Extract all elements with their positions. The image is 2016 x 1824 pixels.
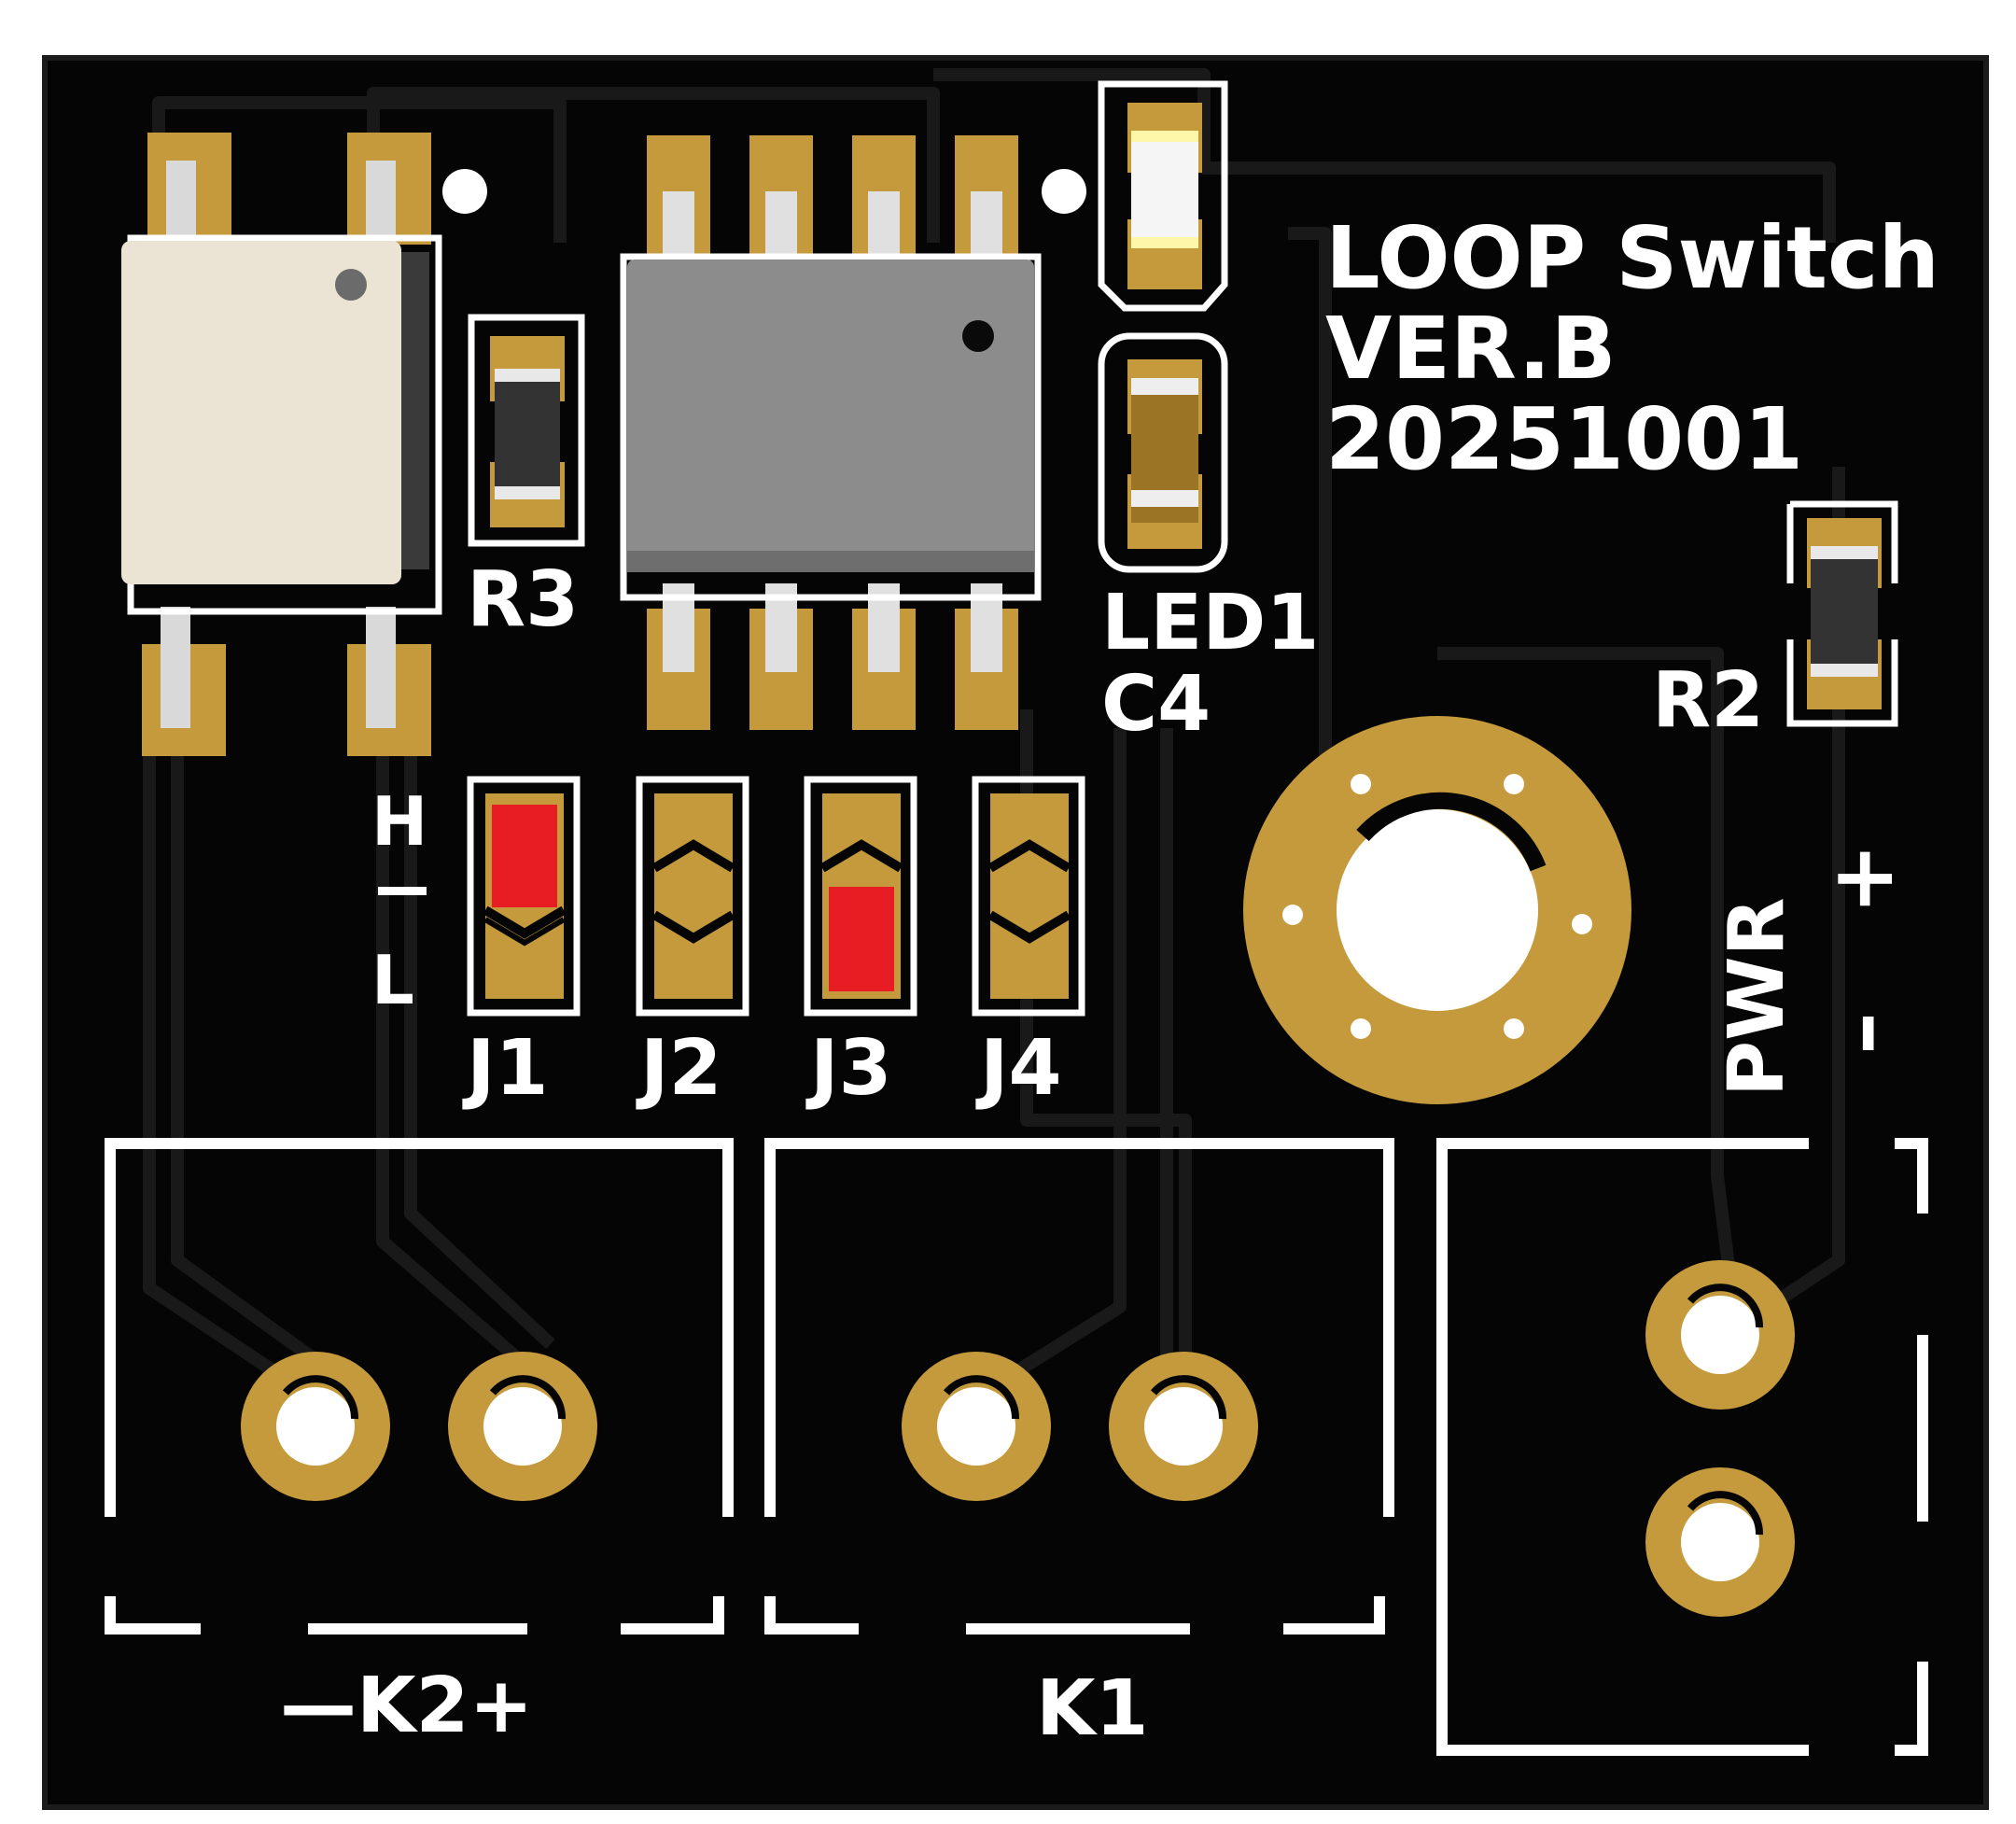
pwr-plus-label: + <box>1813 843 1912 915</box>
r3-label: R3 <box>467 555 579 644</box>
k2-pad-2[interactable] <box>448 1352 597 1501</box>
j2-label: J2 <box>636 1024 722 1113</box>
r3-body <box>495 369 560 499</box>
k1-pad-2[interactable] <box>1109 1352 1258 1501</box>
r2-silk-outline <box>1786 500 1898 727</box>
resistor-r3 <box>468 314 585 547</box>
u2-body <box>627 260 1034 572</box>
u1-pin1-dot <box>335 269 367 301</box>
resistor-r2 <box>1786 500 1898 727</box>
board-title-line3: 20251001 <box>1325 389 1803 489</box>
k2-label: —K2+ <box>280 1662 533 1750</box>
k1-label: K1 <box>1036 1664 1149 1753</box>
led-led1 <box>1098 80 1228 312</box>
r3-silk-outline <box>468 314 585 547</box>
led1-label: LED1 <box>1101 579 1319 667</box>
board-title-line1: LOOP Switch <box>1325 208 1939 308</box>
pwr-label: PWR <box>1713 897 1801 1097</box>
j1-label: J1 <box>462 1024 549 1113</box>
mounting-hole <box>1243 716 1631 1104</box>
k2-pad-1[interactable] <box>241 1352 390 1501</box>
board-title-line2: VER.B <box>1325 299 1617 399</box>
solder-jumper-j3[interactable] <box>804 776 917 1017</box>
c4-label: C4 <box>1101 660 1211 749</box>
led1-body <box>1131 138 1198 241</box>
u2-silk-outline <box>620 253 1042 601</box>
u2-pin1-dot <box>962 320 994 352</box>
ic-u2 <box>620 135 1086 730</box>
u2-silk-dot <box>1042 169 1086 214</box>
capacitor-c4 <box>1098 332 1228 573</box>
jumper-low-label: L <box>371 941 414 1019</box>
led1-silk-outline <box>1098 80 1228 312</box>
copper-traces <box>143 68 1845 1406</box>
r2-label: R2 <box>1652 656 1764 745</box>
j3-label: J3 <box>805 1024 892 1113</box>
u1-body <box>121 241 401 584</box>
j3-solder-bridge <box>829 887 894 991</box>
r2-body <box>1811 546 1878 677</box>
k1-pad-1[interactable] <box>902 1352 1051 1501</box>
connector-k2 <box>105 1138 734 1635</box>
solder-jumper-j1[interactable] <box>467 776 581 1017</box>
pwr-pad-minus[interactable] <box>1645 1467 1795 1617</box>
solder-jumper-j2[interactable] <box>636 776 749 1017</box>
j4-label: J4 <box>975 1024 1062 1113</box>
u1-silk-dot <box>442 169 487 214</box>
pwr-pad-plus[interactable] <box>1645 1260 1795 1410</box>
pcb-edge <box>42 55 1989 1810</box>
connector-k1 <box>764 1138 1394 1635</box>
jumper-mid-tick <box>378 887 427 895</box>
connector-pwr <box>1436 1138 1928 1756</box>
solder-jumper-j4[interactable] <box>972 776 1085 1017</box>
pwr-minus-label: – <box>1813 1012 1912 1055</box>
jumper-high-label: H <box>371 782 427 861</box>
optocoupler-u1 <box>121 133 487 756</box>
c4-silk-outline <box>1098 332 1228 573</box>
j1-solder-bridge <box>492 805 557 907</box>
